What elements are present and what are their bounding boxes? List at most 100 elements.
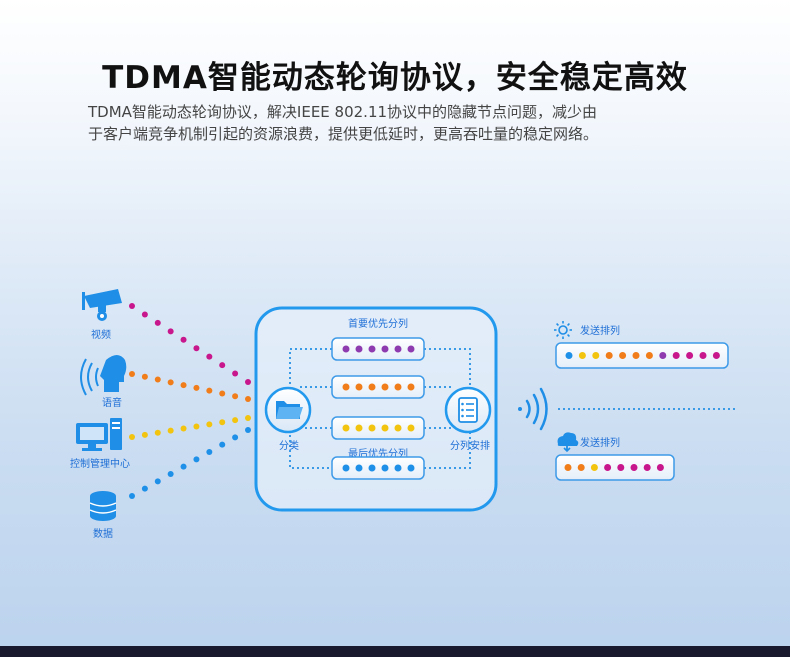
send-dot <box>617 464 625 471</box>
stream-data <box>129 427 251 499</box>
queue-dot <box>355 464 363 472</box>
queue-dot <box>368 424 376 432</box>
queue-dot <box>355 345 363 353</box>
stream-dot <box>232 370 239 377</box>
queue-blue <box>331 456 425 480</box>
hub-frame <box>254 306 498 512</box>
stream-dot <box>180 336 187 343</box>
stream-dot <box>141 431 148 438</box>
stream-dot <box>193 345 200 352</box>
folder-icon <box>276 401 303 419</box>
stream-dot <box>206 387 213 394</box>
send-dot <box>699 352 707 359</box>
queue-dot <box>407 464 415 472</box>
send-dot <box>592 352 600 359</box>
queue-dot <box>368 345 376 353</box>
queue-dot <box>355 424 363 432</box>
stream-dot <box>245 415 251 421</box>
classify-node <box>264 386 312 434</box>
stream-dot <box>180 382 187 389</box>
queue-dot <box>394 345 402 353</box>
send-dot <box>712 352 720 359</box>
source-label-voice: 语音 <box>102 396 122 409</box>
queue-dot <box>407 424 415 432</box>
queue-dot <box>368 383 376 391</box>
queue-dot <box>355 383 363 391</box>
send-dot <box>659 352 667 359</box>
queue-dot <box>394 424 402 432</box>
queue-purple <box>331 337 425 361</box>
send-queue-top <box>555 342 729 369</box>
stream-dot <box>193 456 200 463</box>
queue-dot <box>368 464 376 472</box>
stream-dot <box>167 379 174 386</box>
send-dot <box>643 464 651 471</box>
stream-dot <box>232 417 239 424</box>
source-label-data: 数据 <box>93 527 113 540</box>
stream-dot <box>167 328 174 335</box>
send-queue-top-label: 发送排列 <box>580 324 620 337</box>
stream-dot <box>129 303 135 309</box>
stream-dot <box>129 434 135 440</box>
queue-orange <box>331 375 425 399</box>
cloud-download-icon <box>557 432 579 453</box>
stream-dot <box>167 427 174 434</box>
schedule-label: 分列安排 <box>450 439 490 452</box>
send-dot <box>672 352 680 359</box>
stream-dot <box>219 419 226 426</box>
stream-dot <box>141 485 148 492</box>
send-dot <box>632 352 640 359</box>
queue-yellow <box>331 416 425 440</box>
voice-head-icon <box>100 355 127 392</box>
send-queue-bottom-label: 发送排列 <box>580 436 620 449</box>
source-label-control-center: 控制管理中心 <box>70 457 130 470</box>
stream-dot <box>245 396 251 402</box>
send-dot <box>564 464 572 471</box>
stream-dot <box>180 425 187 432</box>
stream-dot <box>154 478 161 485</box>
stream-dot <box>219 441 226 448</box>
stream-dot <box>193 384 200 391</box>
send-dot <box>578 352 586 359</box>
send-queue-bottom <box>555 454 675 481</box>
stream-dot <box>206 353 213 360</box>
queue-dot <box>407 383 415 391</box>
stream-voice <box>129 371 251 402</box>
subtitle-line-1: TDMA智能动态轮询协议，解决IEEE 802.11协议中的隐藏节点问题，减少由 <box>88 103 598 121</box>
queue-dot <box>381 345 389 353</box>
queue-dot <box>381 464 389 472</box>
queue-dot <box>342 383 350 391</box>
queue-dot <box>342 345 350 353</box>
send-dot <box>605 352 613 359</box>
send-dot <box>565 352 573 359</box>
computer-icon <box>76 418 122 451</box>
send-dot <box>590 464 598 471</box>
stream-dot <box>154 376 161 383</box>
queue-dot <box>407 345 415 353</box>
stream-dot <box>180 463 187 470</box>
stream-dot <box>141 311 148 318</box>
wireless-signal-icon <box>518 387 548 431</box>
subtitle-line-2: 于客户端竞争机制引起的资源浪费，提供更低延时，更高吞吐量的稳定网络。 <box>88 125 599 143</box>
stream-dot <box>206 449 213 455</box>
send-dot <box>619 352 627 359</box>
queue-dot <box>381 383 389 391</box>
hub-routing-lines <box>289 348 471 469</box>
queue-dot <box>381 424 389 432</box>
classify-label: 分类 <box>279 439 299 452</box>
page-title: TDMA智能动态轮询协议，安全稳定高效 <box>102 60 688 96</box>
bottom-bar <box>0 646 790 657</box>
stream-dot <box>206 421 213 428</box>
voice-icon <box>80 358 99 396</box>
queue-top-label: 首要优先分列 <box>348 317 408 330</box>
stream-dot <box>129 371 135 377</box>
stream-dot <box>219 362 226 369</box>
stream-dot <box>141 373 148 380</box>
queue-dot <box>342 464 350 472</box>
camera-icon <box>82 289 122 321</box>
stream-dot <box>232 434 239 441</box>
stream-video <box>129 303 251 385</box>
stream-dot <box>154 429 161 436</box>
source-label-video: 视频 <box>91 328 111 341</box>
